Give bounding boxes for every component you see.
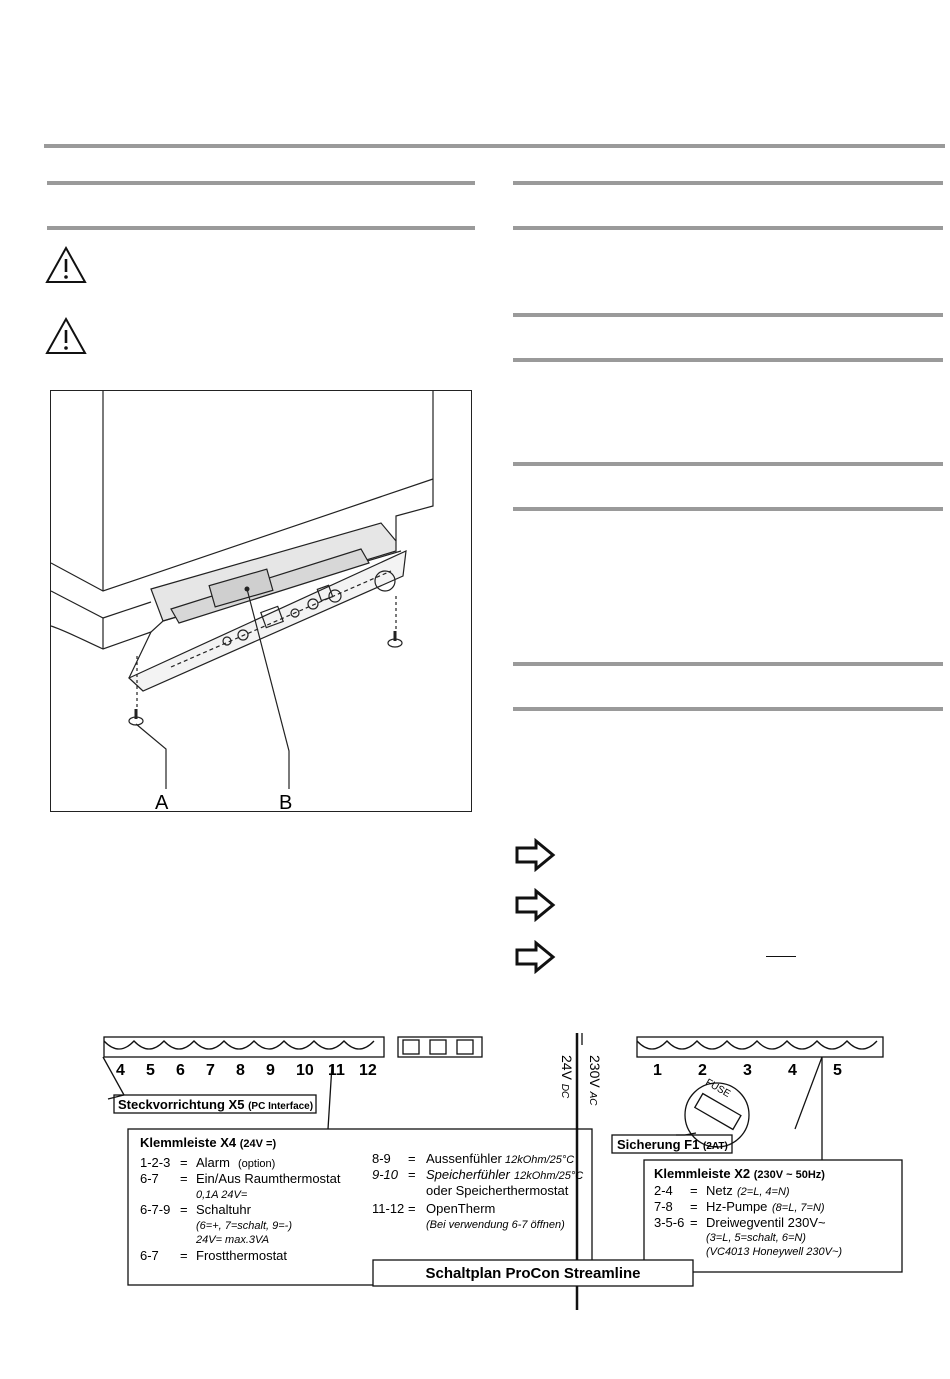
- left-section-rule-bottom: [47, 226, 475, 230]
- label-a: A: [155, 792, 169, 811]
- right-section-rule-5: [513, 462, 943, 466]
- x2-terminal: 1: [653, 1062, 662, 1079]
- x4-row-eq: =: [180, 1155, 188, 1170]
- overline-mark: [766, 956, 796, 957]
- x4-title: Klemmleiste X4 (24V =): [140, 1135, 276, 1150]
- x4-row-code: 11-12: [372, 1201, 404, 1216]
- x4-row-eq: =: [180, 1202, 188, 1217]
- right-section-rule-3: [513, 313, 943, 317]
- x2-row-code: 7-8: [654, 1199, 673, 1214]
- boiler-figure: A B: [50, 390, 472, 814]
- x4-row-code: 6-7: [140, 1171, 159, 1186]
- right-section-rule-6: [513, 507, 943, 511]
- x4-row-desc: (6=+, 7=schalt, 9=-): [196, 1220, 292, 1232]
- x2-title: Klemmleiste X2 (230V ~ 50Hz): [654, 1166, 825, 1181]
- x4-row-note: 12kOhm/25°C: [505, 1154, 574, 1166]
- x5-terminal: 8: [236, 1062, 245, 1079]
- x4-row-desc: Aussenfühler: [426, 1151, 503, 1166]
- schematic-title: Schaltplan ProCon Streamline: [425, 1265, 640, 1282]
- x2-row-desc: Netz: [706, 1183, 733, 1198]
- x5-terminal: 6: [176, 1062, 185, 1079]
- arrow-right-outline-icon: [515, 940, 556, 974]
- x2-row-desc: (VC4013 Honeywell 230V~): [706, 1246, 842, 1258]
- x5-terminal: 7: [206, 1062, 215, 1079]
- right-section-rule-2: [513, 226, 943, 230]
- x5-terminal: 9: [266, 1062, 275, 1079]
- x5-terminal: 4: [116, 1062, 125, 1079]
- x5-terminal: 10: [296, 1062, 314, 1079]
- x5-terminal-numbers: 4 5 6 7 8 9 10 11 12: [116, 1062, 377, 1079]
- x2-row-eq: =: [690, 1199, 698, 1214]
- x5-terminal: 12: [359, 1062, 377, 1079]
- right-section-rule-4: [513, 358, 943, 362]
- x2-row-note: (2=L, 4=N): [737, 1186, 790, 1198]
- warning-triangle-icon: [45, 245, 87, 283]
- x2-terminal: 3: [743, 1062, 752, 1079]
- x5-label: Steckvorrichtung X5 (PC Interface): [118, 1097, 313, 1112]
- x2-row-eq: =: [690, 1183, 698, 1198]
- x2-terminal: 2: [698, 1062, 707, 1079]
- right-section-rule-8: [513, 707, 943, 711]
- x4-row-eq: =: [408, 1201, 416, 1216]
- x2-rows: 2-4 = Netz (2=L, 4=N) 7-8 = Hz-Pumpe (8=…: [654, 1183, 842, 1258]
- x5-terminal: 11: [328, 1062, 345, 1079]
- x4-row-eq: =: [180, 1171, 188, 1186]
- x4-row-desc: oder Speicherthermostat: [426, 1183, 569, 1198]
- x2-row-code: 3-5-6: [654, 1215, 684, 1230]
- x2-row-desc: (3=L, 5=schalt, 6=N): [706, 1232, 806, 1244]
- boiler-illustration: A B: [50, 391, 434, 814]
- x4-row-code: 6-7: [140, 1248, 159, 1263]
- x2-terminal: 5: [833, 1062, 842, 1079]
- x2-terminal-numbers: 1 2 3 4 5: [653, 1062, 842, 1079]
- x4-row-eq: =: [180, 1248, 188, 1263]
- x4-row-desc: Frostthermostat: [196, 1248, 287, 1263]
- x4-row-note: (option): [238, 1158, 275, 1170]
- x4-row-code: 1-2-3: [140, 1155, 170, 1170]
- x2-row-desc: Hz-Pumpe: [706, 1199, 767, 1214]
- wiring-schematic: 4 5 6 7 8 9 10 11 12 1 2 3 4 5 24V DC 23…: [102, 1033, 903, 1310]
- x4-row-desc: OpenTherm: [426, 1201, 495, 1216]
- x4-row-desc: Speicherfühler: [426, 1167, 510, 1182]
- x4-left-rows: 1-2-3 = Alarm (option) 6-7 = Ein/Aus Rau…: [140, 1155, 341, 1263]
- x4-row-desc: 0,1A 24V=: [196, 1189, 248, 1201]
- x4-row-desc: Alarm: [196, 1155, 230, 1170]
- x4-row-eq: =: [408, 1167, 416, 1182]
- x4-row-code: 6-7-9: [140, 1202, 170, 1217]
- x4-row-code: 9-10: [372, 1167, 399, 1182]
- right-section-rule-1: [513, 181, 943, 185]
- left-section-rule-top: [47, 181, 475, 185]
- right-section-rule-7: [513, 662, 943, 666]
- x2-row-code: 2-4: [654, 1183, 673, 1198]
- x5-terminal: 5: [146, 1062, 155, 1079]
- arrow-right-outline-icon: [515, 888, 556, 922]
- x4-right-rows: 8-9 = Aussenfühler 12kOhm/25°C 9-10 = Sp…: [372, 1151, 583, 1231]
- x4-row-desc: Ein/Aus Raumthermostat: [196, 1171, 341, 1186]
- x2-row-note: (8=L, 7=N): [772, 1202, 825, 1214]
- voltage-dc-label: 24V DC: [559, 1055, 575, 1099]
- arrow-right-outline-icon: [515, 838, 556, 872]
- label-b: B: [279, 792, 292, 811]
- x4-row-desc: Schaltuhr: [196, 1202, 252, 1217]
- x4-row-eq: =: [408, 1151, 416, 1166]
- x4-row-note: 12kOhm/25°C: [514, 1170, 583, 1182]
- f1-label: Sicherung F1 (2AT): [617, 1137, 728, 1152]
- header-rule: [44, 144, 945, 148]
- x2-row-desc: Dreiwegventil 230V~: [706, 1215, 826, 1230]
- warning-triangle-icon: [45, 316, 87, 354]
- voltage-ac-label: 230V AC: [587, 1055, 603, 1106]
- x2-row-eq: =: [690, 1215, 698, 1230]
- x4-row-desc: (Bei verwendung 6-7 öffnen): [426, 1219, 565, 1231]
- x4-row-code: 8-9: [372, 1151, 391, 1166]
- x4-row-desc: 24V= max.3VA: [195, 1234, 269, 1246]
- x2-terminal: 4: [788, 1062, 797, 1079]
